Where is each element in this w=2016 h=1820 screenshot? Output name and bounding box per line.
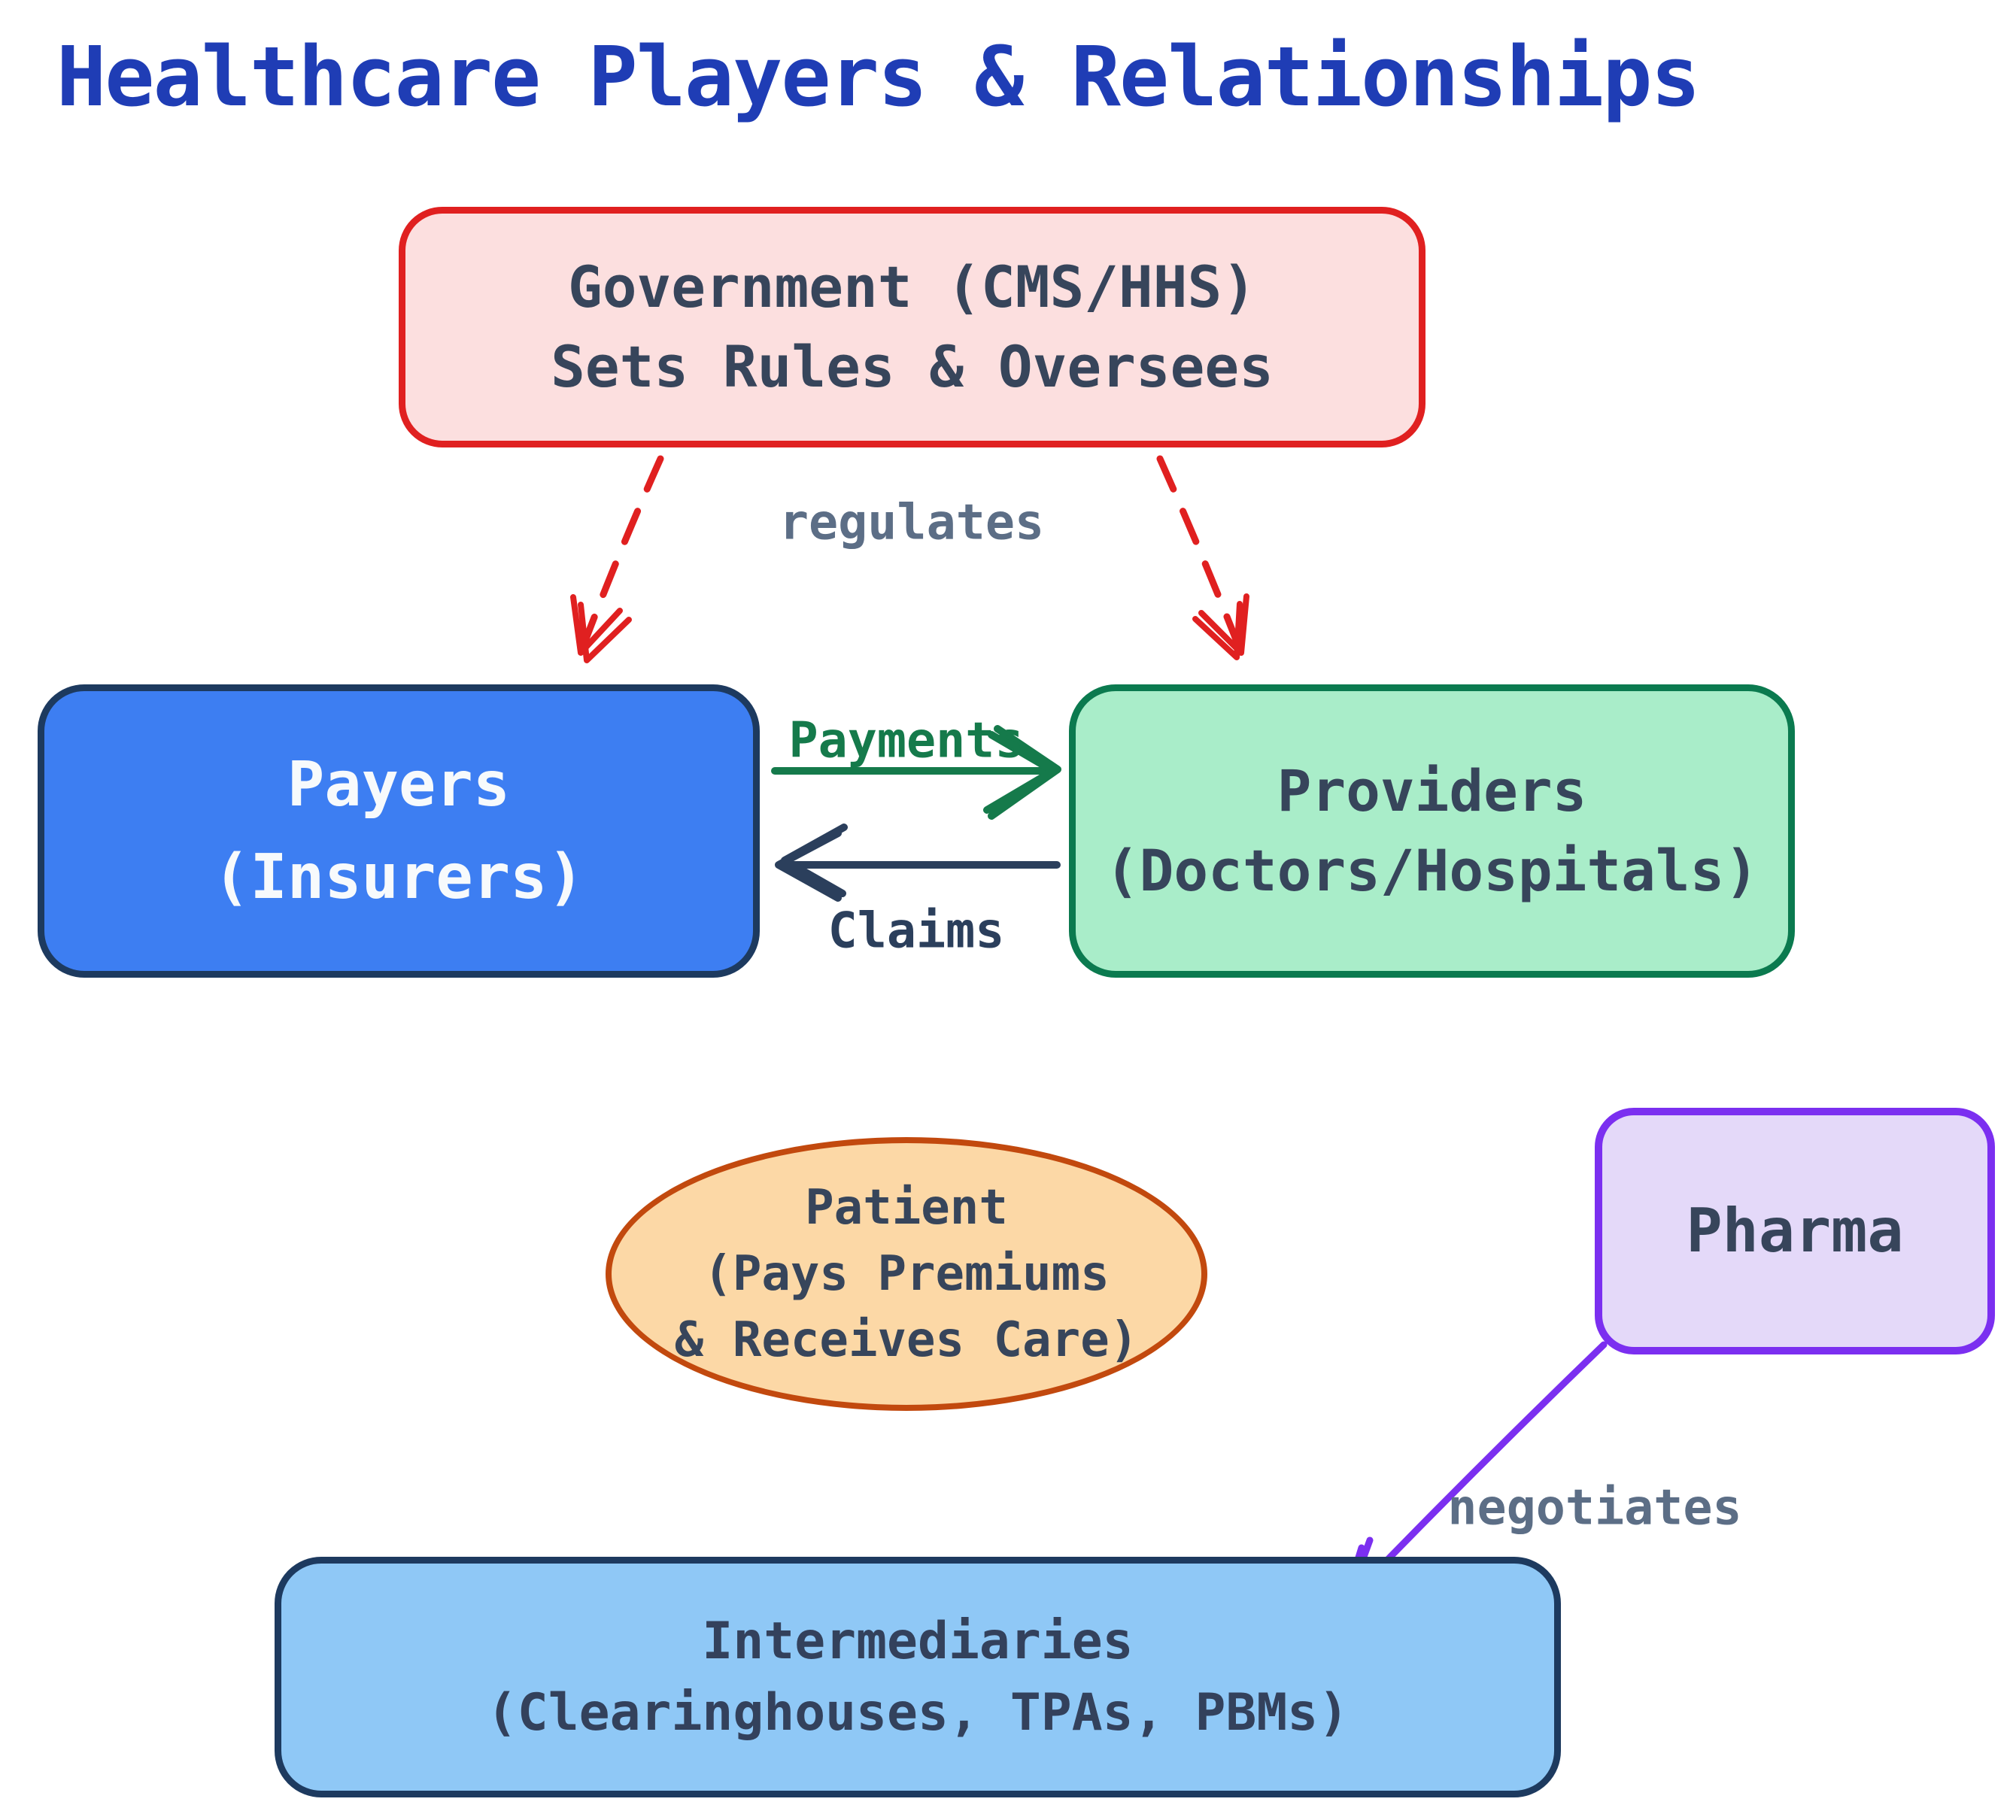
- regulates-arrowhead-left: [570, 594, 632, 663]
- payers-label-line1: Payers: [287, 749, 511, 821]
- regulates-arrow-right: [1156, 455, 1245, 657]
- government-label-line1: Government (CMS/HHS): [567, 253, 1257, 320]
- patient-label-line3: & Receives Care): [674, 1312, 1139, 1369]
- government-label-line2: Sets Rules & Oversees: [551, 333, 1274, 400]
- node-payers: Payers (Insurers): [38, 684, 760, 978]
- node-pharma: Pharma: [1595, 1108, 1995, 1354]
- payers-label-line2: (Insurers): [213, 842, 584, 913]
- providers-label-line2: (Doctors/Hospitals): [1104, 837, 1759, 904]
- regulates-arrow-left: [577, 455, 664, 657]
- edge-label-claims: Claims: [827, 902, 1005, 960]
- node-providers: Providers (Doctors/Hospitals): [1069, 684, 1795, 978]
- edge-label-negotiates: negotiates: [1447, 1479, 1742, 1536]
- intermediaries-label-line1: Intermediaries: [702, 1611, 1134, 1671]
- node-government: Government (CMS/HHS) Sets Rules & Overse…: [399, 207, 1425, 447]
- edge-label-regulates: regulates: [779, 494, 1045, 551]
- regulates-arrowhead-right: [1192, 593, 1249, 660]
- edge-label-payments: Payments: [788, 712, 1025, 769]
- providers-label-line1: Providers: [1277, 757, 1587, 824]
- patient-label-line1: Patient: [805, 1179, 1008, 1236]
- intermediaries-label-line2: (Clearinghouses, TPAs, PBMs): [486, 1683, 1350, 1743]
- pharma-label: Pharma: [1686, 1196, 1904, 1266]
- node-intermediaries: Intermediaries (Clearinghouses, TPAs, PB…: [275, 1557, 1561, 1797]
- patient-label-line2: (Pays Premiums: [703, 1245, 1110, 1302]
- node-patient: Patient (Pays Premiums & Receives Care): [606, 1137, 1207, 1411]
- claims-arrowhead: [775, 824, 848, 902]
- page-title: Healthcare Players & Relationships: [56, 29, 1701, 125]
